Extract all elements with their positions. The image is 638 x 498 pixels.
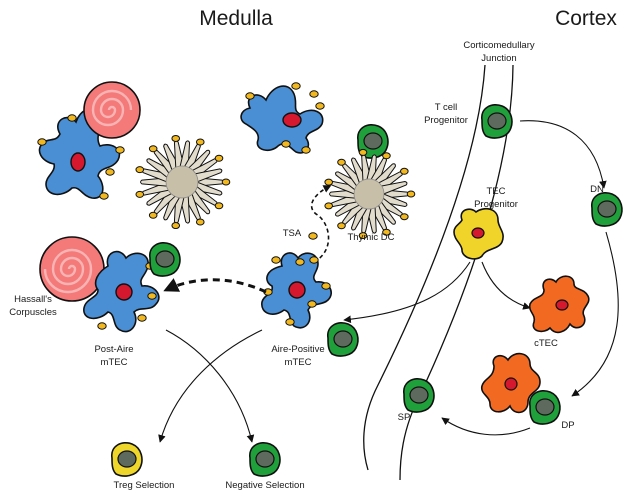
tsa-dot (400, 213, 409, 221)
tsa-dot (171, 134, 181, 142)
tsa-label: TSA (283, 228, 302, 239)
dc-body (165, 165, 199, 199)
treg-selection-label: Treg Selection (114, 480, 175, 491)
thymic-dc-left (135, 134, 231, 230)
dp-thymocyte (529, 390, 561, 425)
hassalls-corpuscle-top (83, 81, 141, 139)
region-title-cortex: Cortex (555, 7, 617, 30)
tsa-dot (400, 167, 409, 175)
tsa-dot (148, 145, 158, 153)
post-aire-label-line2: mTEC (101, 357, 128, 368)
tsa-dot (171, 222, 181, 230)
tsa-dot (214, 154, 224, 162)
dc-dendrite (146, 158, 174, 179)
arrow-tec-to-mtec (343, 261, 471, 324)
hassall-label-line1: Hassall's (14, 294, 52, 305)
ctec-top (528, 275, 590, 334)
treg-cell (111, 442, 143, 477)
arrow-tec-to-ctec (481, 261, 531, 310)
arrow-to-negative-selection (165, 329, 255, 443)
region-title-medulla: Medulla (199, 7, 273, 30)
tsa-dot (135, 190, 145, 198)
arrow-to-treg-selection (158, 329, 263, 443)
tcell-progenitor-label-line2: Progenitor (424, 115, 468, 126)
tec-progenitor-label-line2: Progenitor (474, 199, 518, 210)
tsa-dot (195, 138, 205, 146)
negative-selection-label: Negative Selection (225, 480, 304, 491)
dc-dendrite (187, 189, 211, 215)
tsa-dot (324, 178, 334, 186)
dn-label: DN (590, 184, 604, 195)
tsa-dot (337, 158, 346, 166)
arrow-dp-to-sp (441, 417, 531, 436)
tsa-dot (135, 166, 145, 174)
thymic-dc-label: Thymic DC (348, 232, 395, 243)
tec-progenitor-label-line1: TEC (487, 186, 506, 197)
aire-positive-label-line2: mTEC (285, 357, 312, 368)
thymic-dc-right (324, 148, 416, 240)
tsa-dot (382, 152, 391, 160)
tsa-transfer-arrow (310, 185, 332, 263)
mtec-top-center (240, 82, 325, 154)
dc-dendrite (379, 192, 408, 208)
tsa-dot (324, 202, 334, 210)
dc-dendrite (373, 163, 396, 188)
aire-positive-label-line1: Aire-Positive (271, 344, 324, 355)
tsa-dot (382, 228, 391, 236)
dc-dendrite (193, 168, 223, 183)
dc-dendrite (335, 171, 362, 192)
arrow-progenitor-to-dn (519, 120, 607, 189)
dc-dendrite (187, 149, 211, 175)
tcell-post-aire (149, 242, 181, 277)
dc-dendrite (350, 203, 369, 231)
tcell-aire-positive (327, 322, 359, 357)
tcell-progenitor (481, 104, 513, 139)
tsa-dot (214, 202, 224, 210)
tec-progenitor (453, 207, 504, 260)
sp-thymocyte (403, 378, 435, 413)
tsa-dot (148, 211, 158, 219)
dc-dendrite (193, 181, 223, 196)
maturation-arrow (163, 278, 267, 294)
arrow-dn-to-dp (571, 231, 619, 397)
corticomedullary-junction (363, 64, 514, 481)
mtec-post-aire (83, 250, 160, 333)
tcell-progenitor-label-line1: T cell (435, 102, 458, 113)
dc-dendrite (379, 180, 408, 196)
post-aire-label-line1: Post-Aire (94, 344, 133, 355)
ctec-label: cTEC (534, 338, 558, 349)
hassalls-corpuscle-lower (39, 236, 105, 302)
tsa-dot (221, 178, 231, 186)
tsa-dot (195, 218, 205, 226)
hassall-label-line2: Corpuscles (9, 307, 57, 318)
junction-label-line1: Corticomedullary (463, 40, 535, 51)
dn-thymocyte (591, 192, 623, 227)
tsa-dot (337, 222, 346, 230)
tsa-dot (358, 232, 368, 240)
dc-body (353, 178, 385, 210)
dp-label: DP (561, 420, 574, 431)
mtec-aire-positive (261, 252, 332, 329)
dc-dendrite (163, 192, 181, 221)
junction-label-line2: Junction (481, 53, 516, 64)
tsa-dot (358, 148, 368, 156)
ctec-bottom (480, 352, 541, 414)
tsa-dot (406, 190, 416, 198)
sp-label: SP (398, 412, 411, 423)
negative-selection-cell (249, 442, 281, 477)
